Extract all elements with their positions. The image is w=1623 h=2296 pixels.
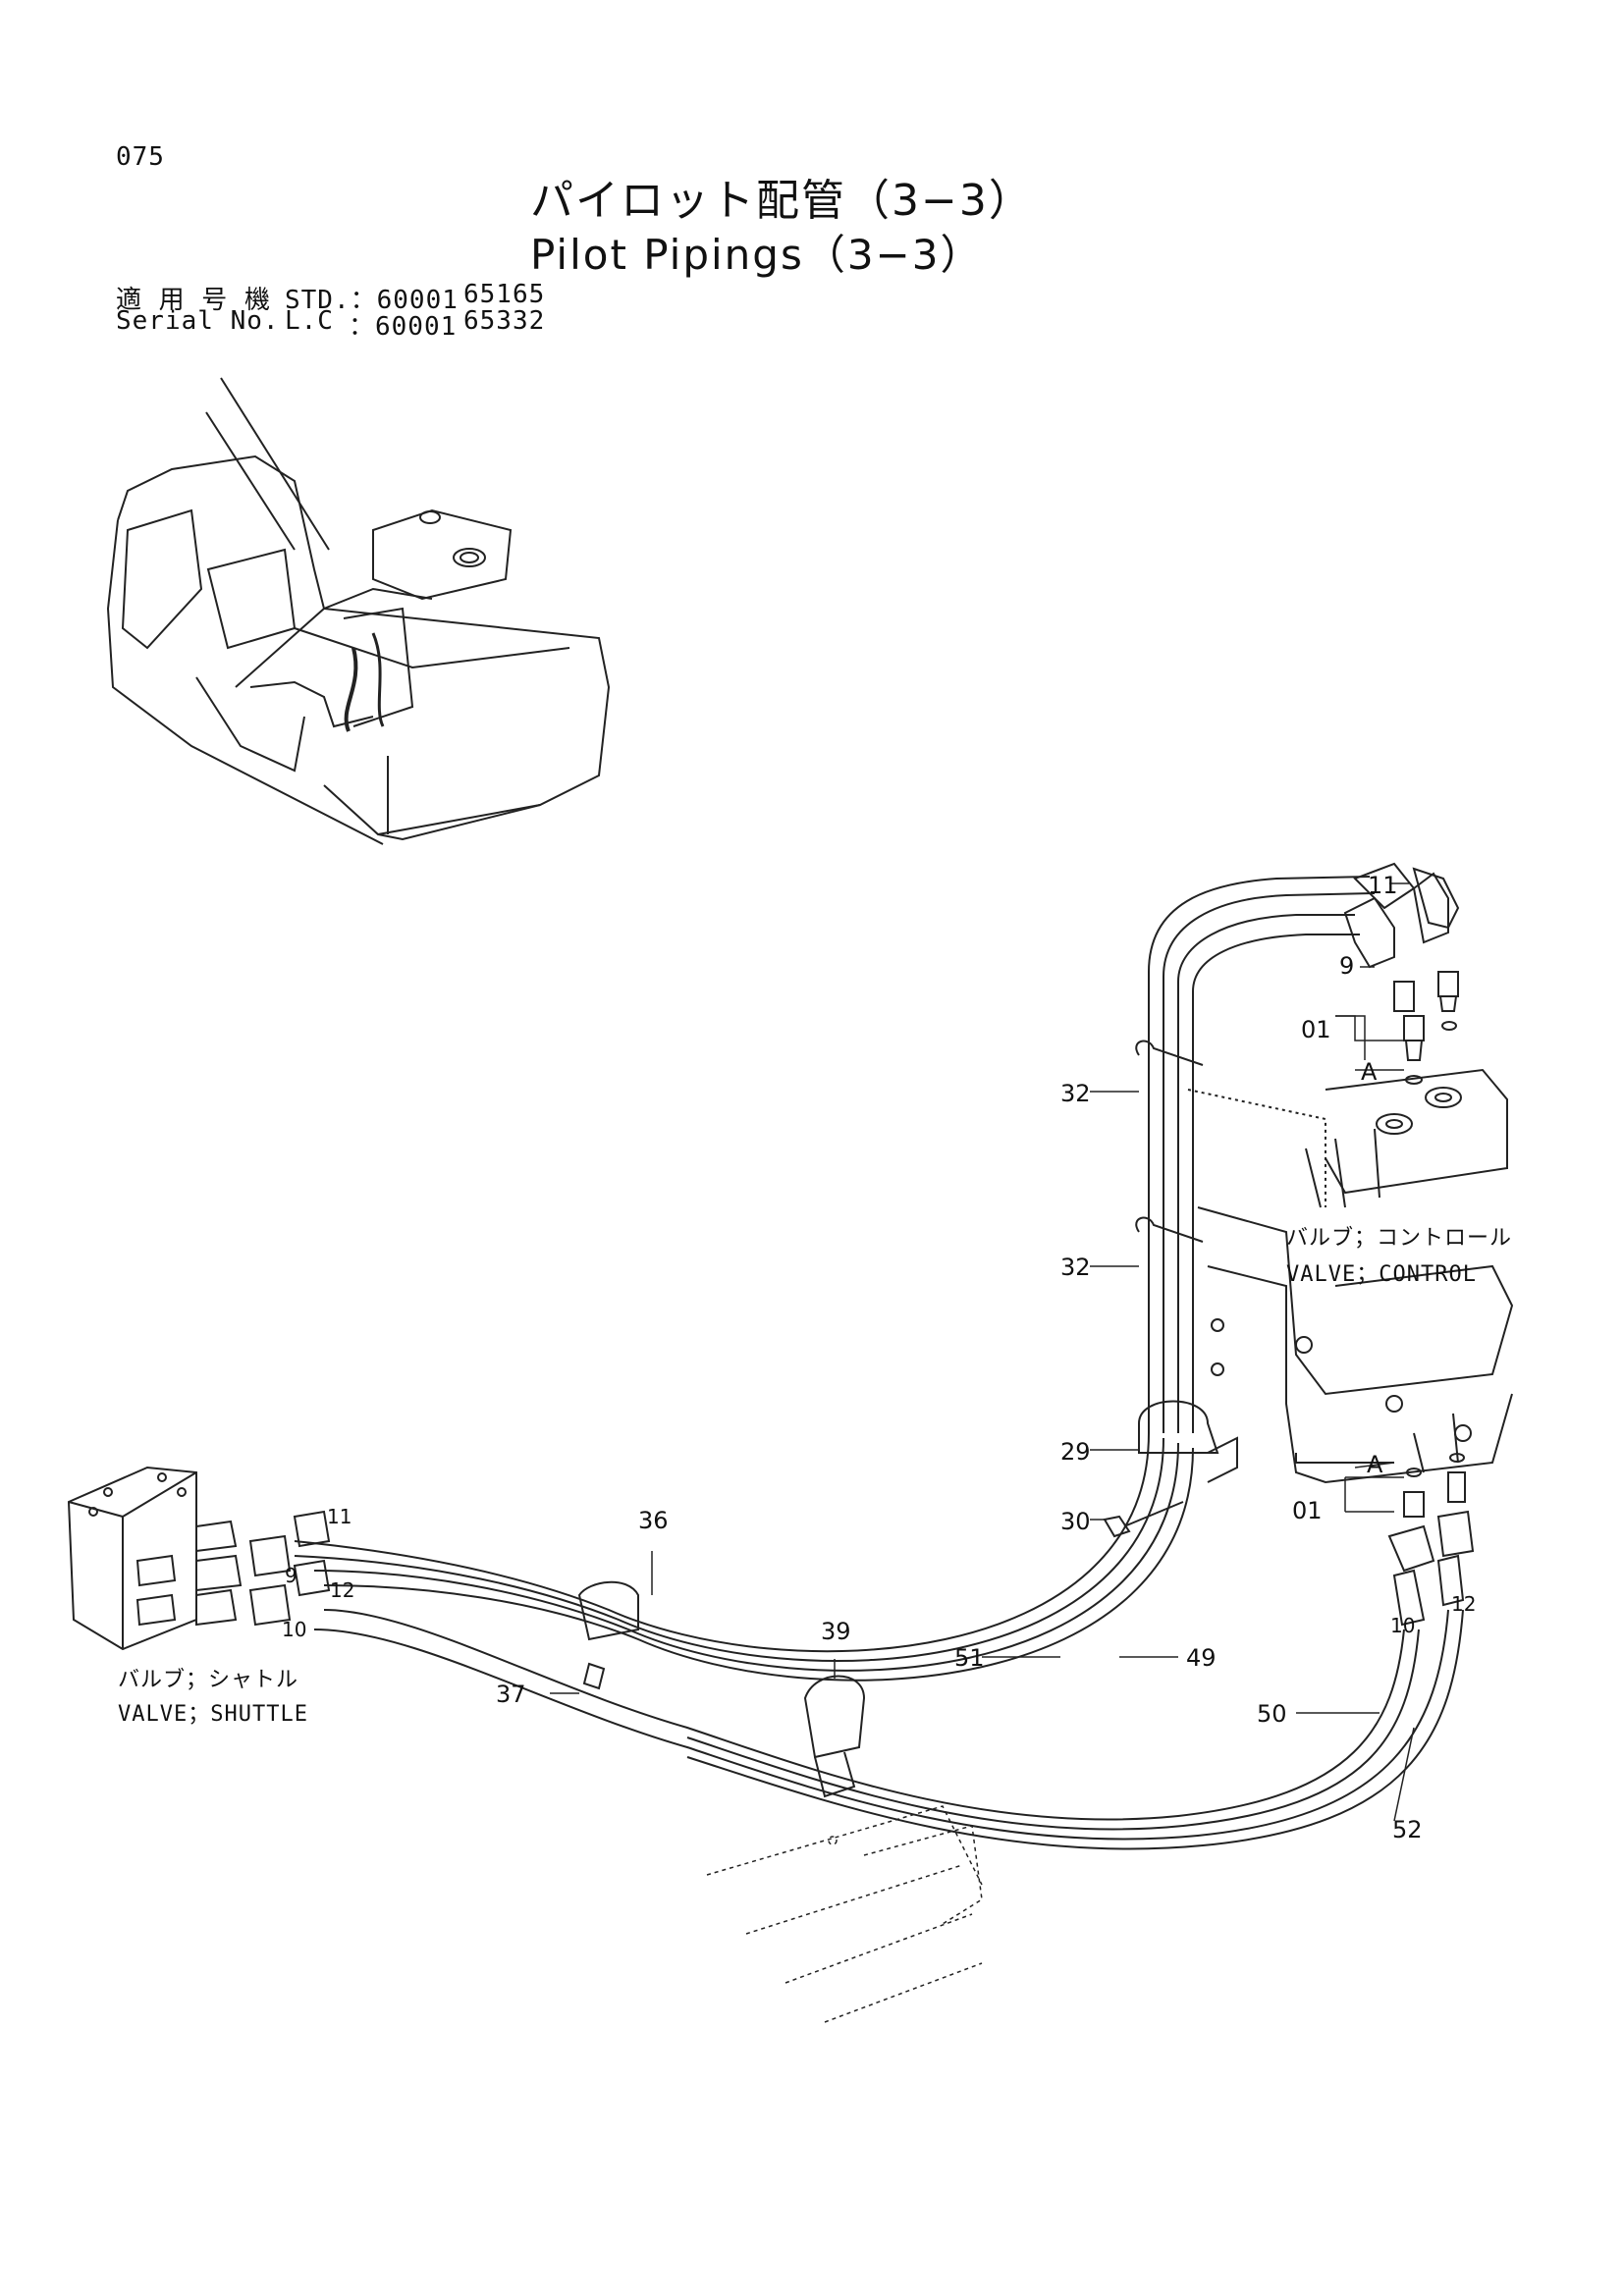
callout-32-lower: 32 (1060, 1254, 1091, 1281)
page-title-en: Pilot Pipings（3−3） (530, 231, 984, 279)
callout-11-top: 11 (1368, 872, 1398, 899)
port-a-top: A (1361, 1058, 1378, 1086)
callout-9-left: 9 (285, 1564, 298, 1587)
callout-12-left: 12 (330, 1578, 355, 1602)
callout-30: 30 (1060, 1508, 1091, 1535)
clamps (577, 1040, 1238, 1798)
callout-37: 37 (496, 1681, 526, 1708)
callout-01-bottom: 01 (1292, 1497, 1323, 1524)
shuttle-valve-label-jp: バルブ；シャトル (118, 1668, 299, 1692)
callout-9-top: 9 (1339, 952, 1355, 980)
leader-lines (550, 882, 1415, 1822)
callout-11-left: 11 (327, 1505, 352, 1528)
callout-32-upper: 32 (1060, 1080, 1091, 1107)
page-number: 075 (116, 142, 165, 172)
shuttle-valve-body (67, 1466, 331, 1651)
shuttle-valve-label-en: VALVE；SHUTTLE (118, 1702, 308, 1727)
bottom-fittings (1387, 1453, 1475, 1627)
callout-36: 36 (638, 1507, 669, 1534)
serial-std-end: 65165 (463, 280, 546, 309)
callout-52: 52 (1392, 1816, 1423, 1843)
callout-51: 51 (954, 1644, 985, 1672)
control-valve-label-jp: バルブ；コントロール (1286, 1226, 1513, 1251)
excavator-overview-illustration (106, 377, 611, 845)
top-fittings (1343, 862, 1460, 1085)
callout-10-right: 10 (1390, 1614, 1416, 1637)
page-title-jp: パイロット配管（3−3） (530, 176, 1034, 226)
callout-49: 49 (1186, 1644, 1217, 1672)
callout-39: 39 (821, 1618, 851, 1645)
serial-std-range: STD.：60001 (285, 286, 459, 315)
port-a-bottom: A (1367, 1451, 1383, 1478)
callout-29: 29 (1060, 1438, 1091, 1466)
callout-12-right: 12 (1451, 1592, 1477, 1616)
serial-en-label: Serial No. (116, 306, 280, 336)
callout-50: 50 (1257, 1700, 1287, 1728)
serial-lc-label: L.C (285, 306, 334, 336)
control-valve-label-en: VALVE；CONTROL (1286, 1262, 1477, 1287)
callout-01-top: 01 (1301, 1016, 1331, 1043)
callout-10-left: 10 (282, 1618, 307, 1641)
serial-lc-end: 65332 (463, 306, 546, 336)
hose-assembly (294, 876, 1464, 1850)
frame-outline (706, 1805, 983, 2023)
serial-jp-label: 適 用 号 機 (116, 286, 271, 315)
control-valve-body (1187, 1068, 1514, 1484)
serial-lc-range: ：60001 (349, 312, 458, 342)
